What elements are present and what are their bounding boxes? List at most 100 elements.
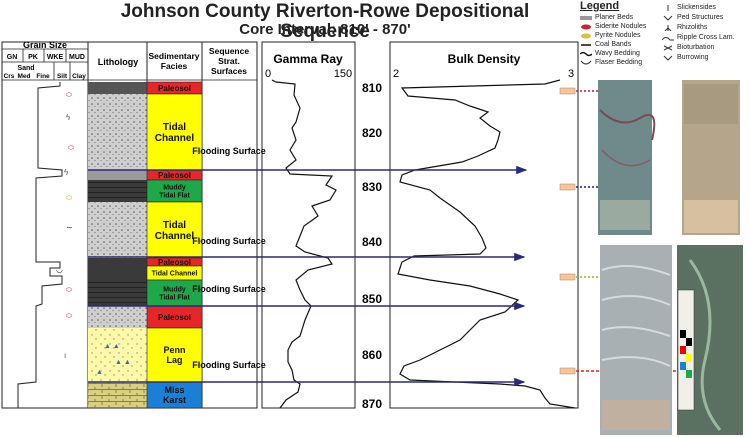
ripple-cross-lam-icon xyxy=(662,37,674,41)
core-photo-2 xyxy=(682,80,740,235)
lithology-paleosol-1 xyxy=(88,82,147,94)
surfaces-column xyxy=(201,41,258,409)
sample-marker-2 xyxy=(559,183,576,191)
ped-structures-icon xyxy=(663,15,673,21)
lithology-header: Lithology xyxy=(98,57,139,67)
core-photo-4 xyxy=(677,245,743,435)
rhizolith-icon: ϟ xyxy=(64,168,69,177)
lithology-paleosol-2 xyxy=(88,170,147,180)
bulk-density-curve xyxy=(397,79,576,409)
siderite-nodule-icon xyxy=(581,24,591,30)
siderite-nodule-icon: ⬭ xyxy=(66,313,72,320)
gs-fine: Fine xyxy=(36,73,50,80)
flooding-surface-3: Flooding Surface xyxy=(192,284,266,294)
grain-size-header: Grain Size xyxy=(23,40,67,50)
legend-coal: Coal Bands xyxy=(595,41,632,48)
gs-wke: WKE xyxy=(47,54,64,61)
bulk-density-track xyxy=(389,41,579,409)
gamma-header: Gamma Ray xyxy=(273,52,343,66)
lithology-paleosol-3 xyxy=(88,258,147,280)
siderite-nodule-icon: ⬭ xyxy=(68,145,74,152)
gamma-max: 150 xyxy=(334,68,352,80)
wavy-bedding-icon: ∼ xyxy=(66,223,73,232)
bulk-min: 2 xyxy=(393,68,399,80)
burrowing-icon xyxy=(663,55,673,61)
depth-870: 870 xyxy=(362,397,382,411)
depth-860: 860 xyxy=(362,348,382,362)
lithology-sand-2 xyxy=(88,202,147,258)
depth-850: 850 xyxy=(362,292,382,306)
legend-burrowing: Burrowing xyxy=(677,54,709,61)
gamma-min: 0 xyxy=(265,68,271,80)
siderite-nodule-icon: ⬭ xyxy=(66,287,72,294)
facies-label-3: Paleosol xyxy=(158,171,191,180)
bulk-header: Bulk Density xyxy=(448,52,521,66)
bioturbation-icon xyxy=(663,45,673,51)
facies-label-7: Tidal Channel xyxy=(152,270,198,277)
facies-label-9: Paleosol xyxy=(158,313,191,322)
bulk-max: 3 xyxy=(568,68,574,80)
legend-planar-beds: Planer Beds xyxy=(595,14,634,21)
pyrite-nodule-icon xyxy=(581,33,591,39)
lithology-mudflat-2 xyxy=(88,280,147,306)
legend-panel: Legend Planer Beds Siderite Nodules Pyri… xyxy=(577,0,750,80)
depth-810: 810 xyxy=(362,81,382,95)
gs-silt: Silt xyxy=(57,73,68,80)
legend-title: Legend xyxy=(580,0,620,12)
sample-marker-3 xyxy=(559,273,576,281)
svg-text:▲ ▲: ▲ ▲ xyxy=(104,343,120,350)
svg-text:▲ ▲: ▲ ▲ xyxy=(115,359,131,366)
flaser-bedding-icon xyxy=(580,60,592,65)
planar-beds-icon xyxy=(580,16,592,20)
lithology-miss-karst xyxy=(88,382,147,408)
gamma-ray-track xyxy=(261,41,356,409)
legend-ripple: Ripple Cross Lam. xyxy=(677,34,735,41)
legend-rhizoliths: Rhizoliths xyxy=(677,24,708,31)
depth-820: 820 xyxy=(362,126,382,140)
gamma-ray-curve xyxy=(271,79,337,409)
facies-block-11 xyxy=(146,381,203,409)
flooding-surface-4: Flooding Surface xyxy=(192,360,266,370)
flooding-surface-1: Flooding Surface xyxy=(192,146,266,156)
gs-med: Med xyxy=(18,73,31,80)
wavy-bedding-icon xyxy=(580,51,592,57)
flooding-surface-2: Flooding Surface xyxy=(192,236,266,246)
core-photo-1 xyxy=(598,80,656,235)
grain-size-column xyxy=(1,41,89,409)
facies-label-6: Paleosol xyxy=(158,258,191,267)
gs-clay: Clay xyxy=(72,73,86,80)
gs-sand: Sand xyxy=(17,65,34,72)
rhizolith-icon: ϟ xyxy=(66,113,71,122)
pyrite-nodule-icon: ⬭ xyxy=(66,195,72,202)
chart-subtitle: Core Interval: 810' - 870' xyxy=(239,21,411,38)
lithology-mudflat-1 xyxy=(88,180,147,202)
burrowing-icon: ı xyxy=(64,351,66,360)
legend-flaser: Flaser Bedding xyxy=(595,59,643,66)
rhizoliths-icon xyxy=(664,25,672,31)
facies-label-1: Paleosol xyxy=(158,84,191,93)
sample-marker-1 xyxy=(559,87,576,95)
core-photo-3 xyxy=(600,245,672,435)
lithology-penn-lag xyxy=(88,328,147,382)
legend-siderite: Siderite Nodules xyxy=(595,23,647,30)
facies-block-10 xyxy=(146,327,203,383)
legend-bioturbation: Bioturbation xyxy=(677,44,715,51)
seq-header-l2: Strat. xyxy=(218,56,240,66)
facies-header-l1: Sedimentary xyxy=(148,51,199,61)
slickensides-icon xyxy=(667,5,669,11)
legend-wavy: Wavy Bedding xyxy=(595,50,640,57)
depth-840: 840 xyxy=(362,235,382,249)
facies-block-5 xyxy=(146,201,203,259)
seq-header-l3: Surfaces xyxy=(211,66,247,76)
legend-slickensides: Slickensides xyxy=(677,4,716,11)
lithology-paleosol-4 xyxy=(88,306,147,328)
flaser-bedding-icon: ◡ xyxy=(56,265,63,274)
facies-block-2 xyxy=(146,93,203,171)
siderite-nodule-icon: ⬭ xyxy=(66,92,72,99)
